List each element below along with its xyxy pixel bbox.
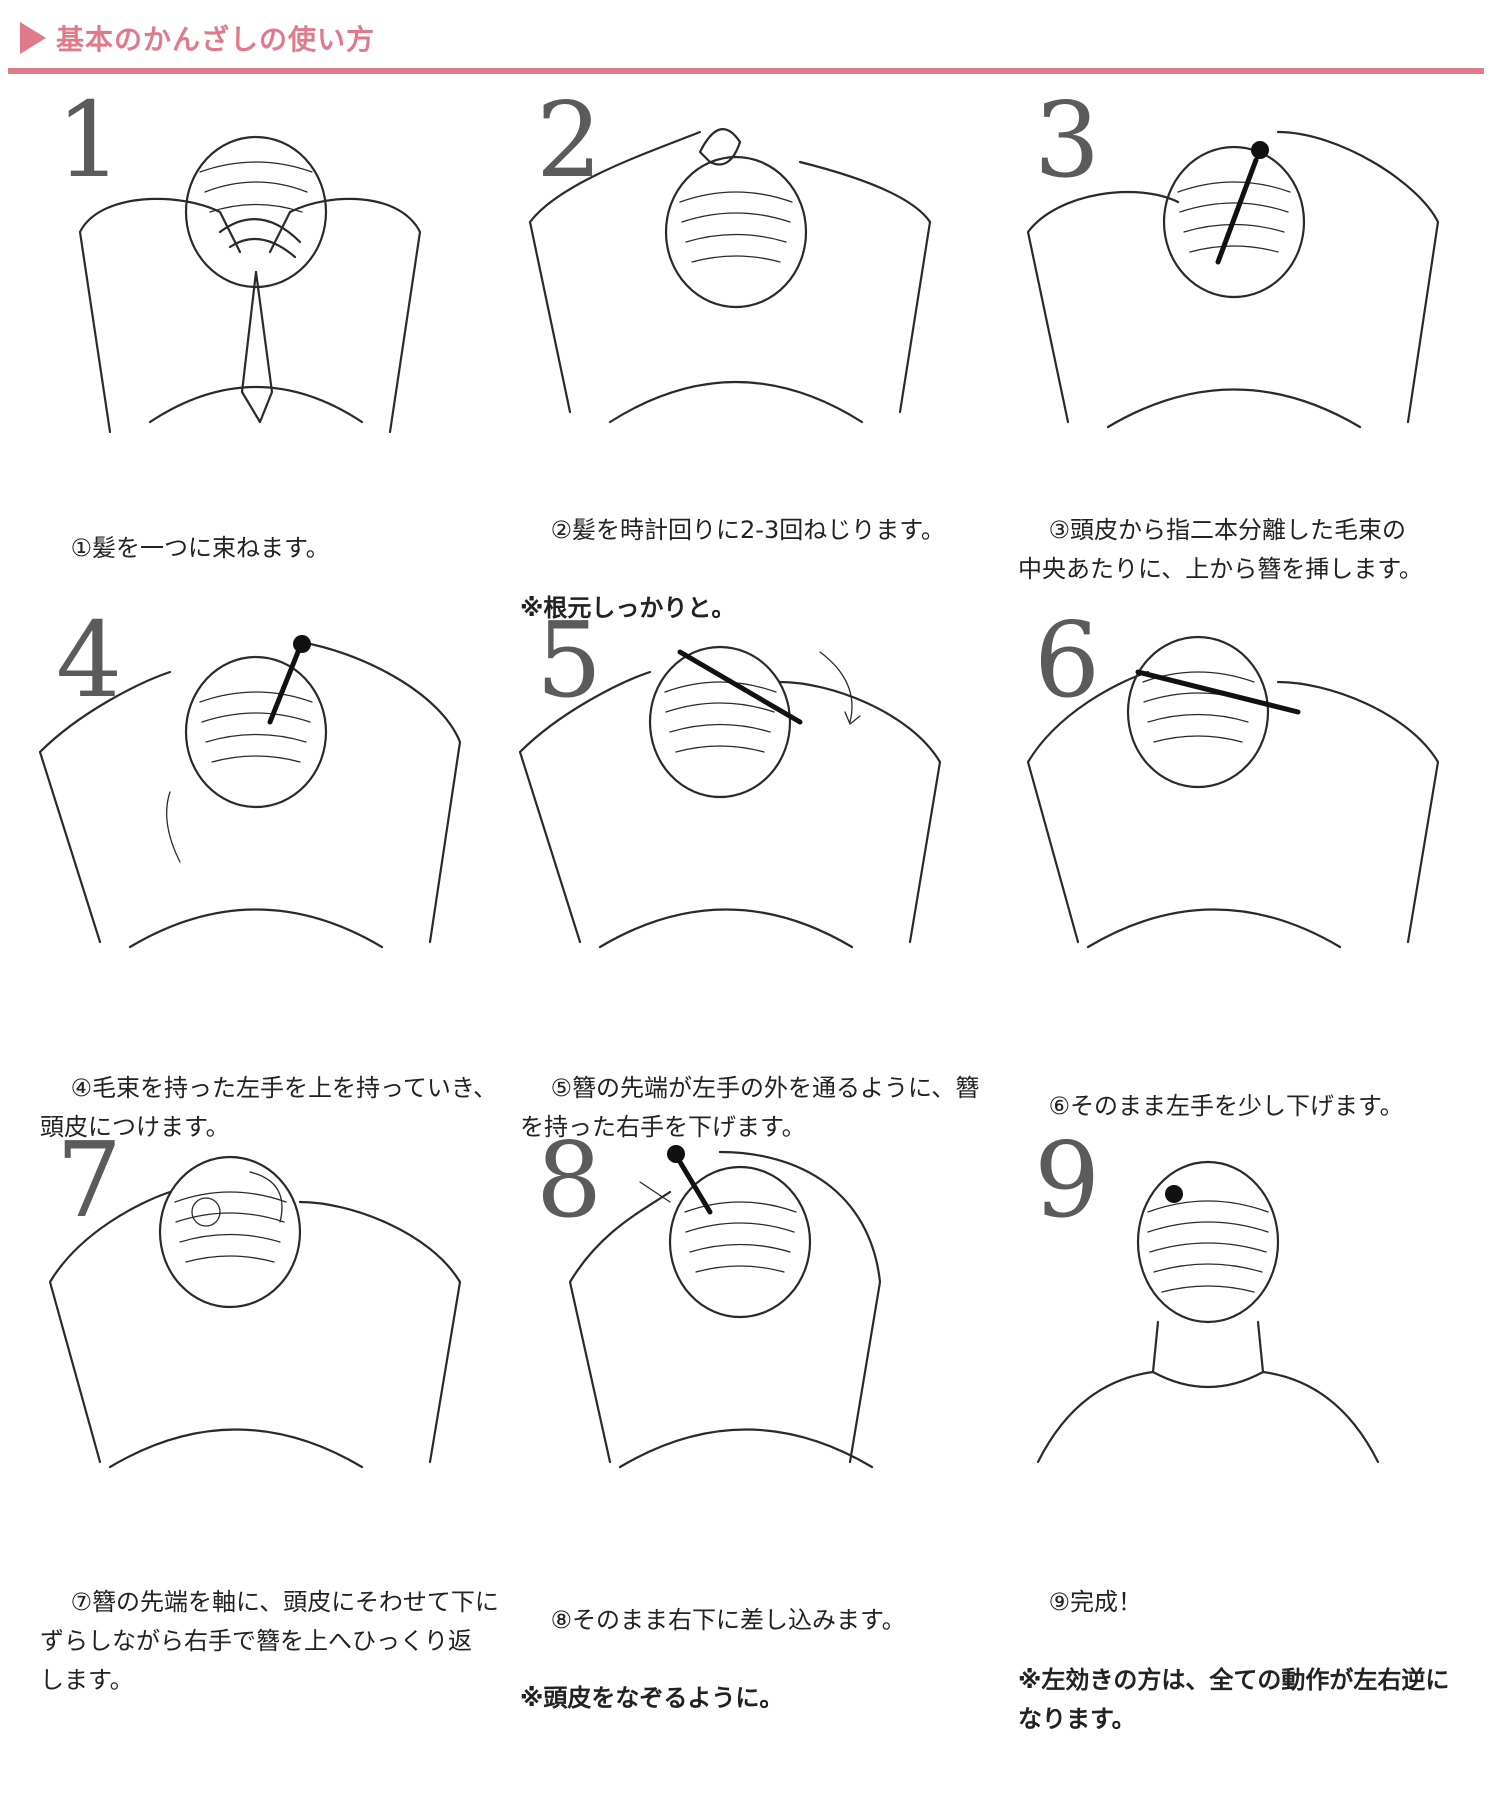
play-triangle-icon xyxy=(20,22,46,54)
step-2-illustration: 2 xyxy=(500,88,985,492)
step-number: 4 xyxy=(56,599,123,721)
step-number: 3 xyxy=(1034,79,1101,201)
step-caption: ④毛束を持った左手を上を持っていき、 頭皮につけます。 xyxy=(40,1030,520,1264)
step-8-illustration: 8 xyxy=(500,1128,985,1532)
step-number: 9 xyxy=(1034,1119,1101,1241)
step-caption: ①髪を一つに束ねます。 xyxy=(40,490,520,685)
step-1-illustration: 1 xyxy=(20,88,505,492)
step-caption: ⑧そのまま右下に差し込みます。 ※頭皮をなぞるように。 xyxy=(520,1562,1000,1796)
step-note: ※根元しっかりと。 xyxy=(520,594,736,622)
step-6-illustration: 6 xyxy=(998,608,1483,1012)
step-3-illustration: 3 xyxy=(998,88,1483,492)
step-text: ⑦簪の先端を軸に、頭皮にそわせて下に ずらしながら右手で簪を上へひっくり返 しま… xyxy=(40,1588,499,1694)
step-number: 2 xyxy=(536,79,603,201)
step-text: ⑨完成！ xyxy=(1048,1588,1143,1616)
step-caption: ⑦簪の先端を軸に、頭皮にそわせて下に ずらしながら右手で簪を上へひっくり返 しま… xyxy=(40,1544,520,1817)
step-text: ⑧そのまま右下に差し込みます。 xyxy=(550,1606,906,1634)
step-number: 5 xyxy=(536,599,603,721)
step-caption: ③頭皮から指二本分離した毛束の 中央あたりに、上から簪を挿します。 xyxy=(1018,472,1492,706)
step-note: ※左効きの方は、全ての動作が左右逆に なります。 xyxy=(1018,1666,1450,1733)
step-caption: ⑨完成！ ※左効きの方は、全ての動作が左右逆に なります。 xyxy=(1018,1544,1492,1817)
step-caption: ②髪を時計回りに2-3回ねじります。 ※根元しっかりと。 xyxy=(520,472,1000,706)
step-text: ②髪を時計回りに2-3回ねじります。 xyxy=(550,516,945,544)
step-4-illustration: 4 xyxy=(20,608,505,1012)
step-text: ⑥そのまま左手を少し下げます。 xyxy=(1048,1092,1404,1120)
step-9-illustration: 9 xyxy=(998,1128,1483,1532)
step-note: ※頭皮をなぞるように。 xyxy=(520,1684,784,1712)
step-5-illustration: 5 xyxy=(500,608,985,1012)
section-title: 基本のかんざしの使い方 xyxy=(56,23,376,56)
step-caption: ⑥そのまま左手を少し下げます。 xyxy=(1018,1048,1492,1243)
step-text: ③頭皮から指二本分離した毛束の 中央あたりに、上から簪を挿します。 xyxy=(1018,516,1423,583)
step-number: 6 xyxy=(1034,599,1101,721)
step-text: ④毛束を持った左手を上を持っていき、 頭皮につけます。 xyxy=(40,1074,498,1141)
step-number: 8 xyxy=(536,1119,603,1241)
step-caption: ⑤簪の先端が左手の外を通るように、簪 を持った右手を下げます。 xyxy=(520,1030,1000,1264)
step-number: 1 xyxy=(56,79,123,201)
section-header: 基本のかんざしの使い方 xyxy=(20,18,375,58)
step-number: 7 xyxy=(56,1119,123,1241)
step-7-illustration: 7 xyxy=(20,1128,505,1532)
step-text: ⑤簪の先端が左手の外を通るように、簪 を持った右手を下げます。 xyxy=(520,1074,980,1141)
step-text: ①髪を一つに束ねます。 xyxy=(70,534,330,562)
header-divider xyxy=(8,68,1484,74)
